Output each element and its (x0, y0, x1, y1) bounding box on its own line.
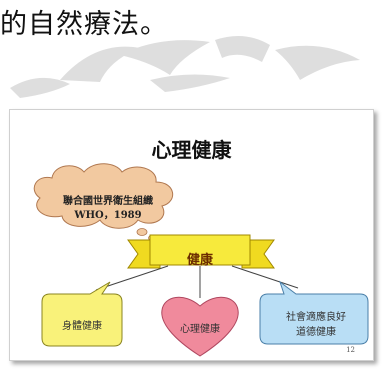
slide-title: 心理健康 (151, 138, 232, 162)
body-health-box (41, 281, 123, 347)
slide-graphics (33, 163, 369, 357)
connector-right (231, 265, 299, 289)
body-health-label: 身體健康 (62, 321, 102, 332)
cloud-text-line2: WHO，1989 (74, 210, 142, 221)
cloud-shape (33, 163, 173, 229)
connector-left (95, 265, 169, 291)
ribbon-center (149, 234, 251, 266)
social-label-line1: 社會適應良好 (286, 312, 346, 323)
heart-shape (161, 296, 239, 357)
slide-page-number: 12 (346, 346, 355, 354)
page-text-line: 的自然療法。 (0, 9, 168, 40)
social-health-box (259, 280, 369, 345)
slide-thumbnail: 心理健康 聯合國世界衛生組織 WHO，1989 健康 身體健康 心理健康 社會適… (9, 109, 374, 361)
social-label-line2: 道德健康 (296, 327, 336, 338)
heart-label: 心理健康 (180, 324, 220, 335)
cloud-bubble-1 (136, 228, 148, 236)
watermark-logo (10, 36, 360, 98)
cloud-text-line1: 聯合國世界衛生組織 (63, 196, 153, 207)
ribbon-label: 健康 (186, 253, 213, 268)
